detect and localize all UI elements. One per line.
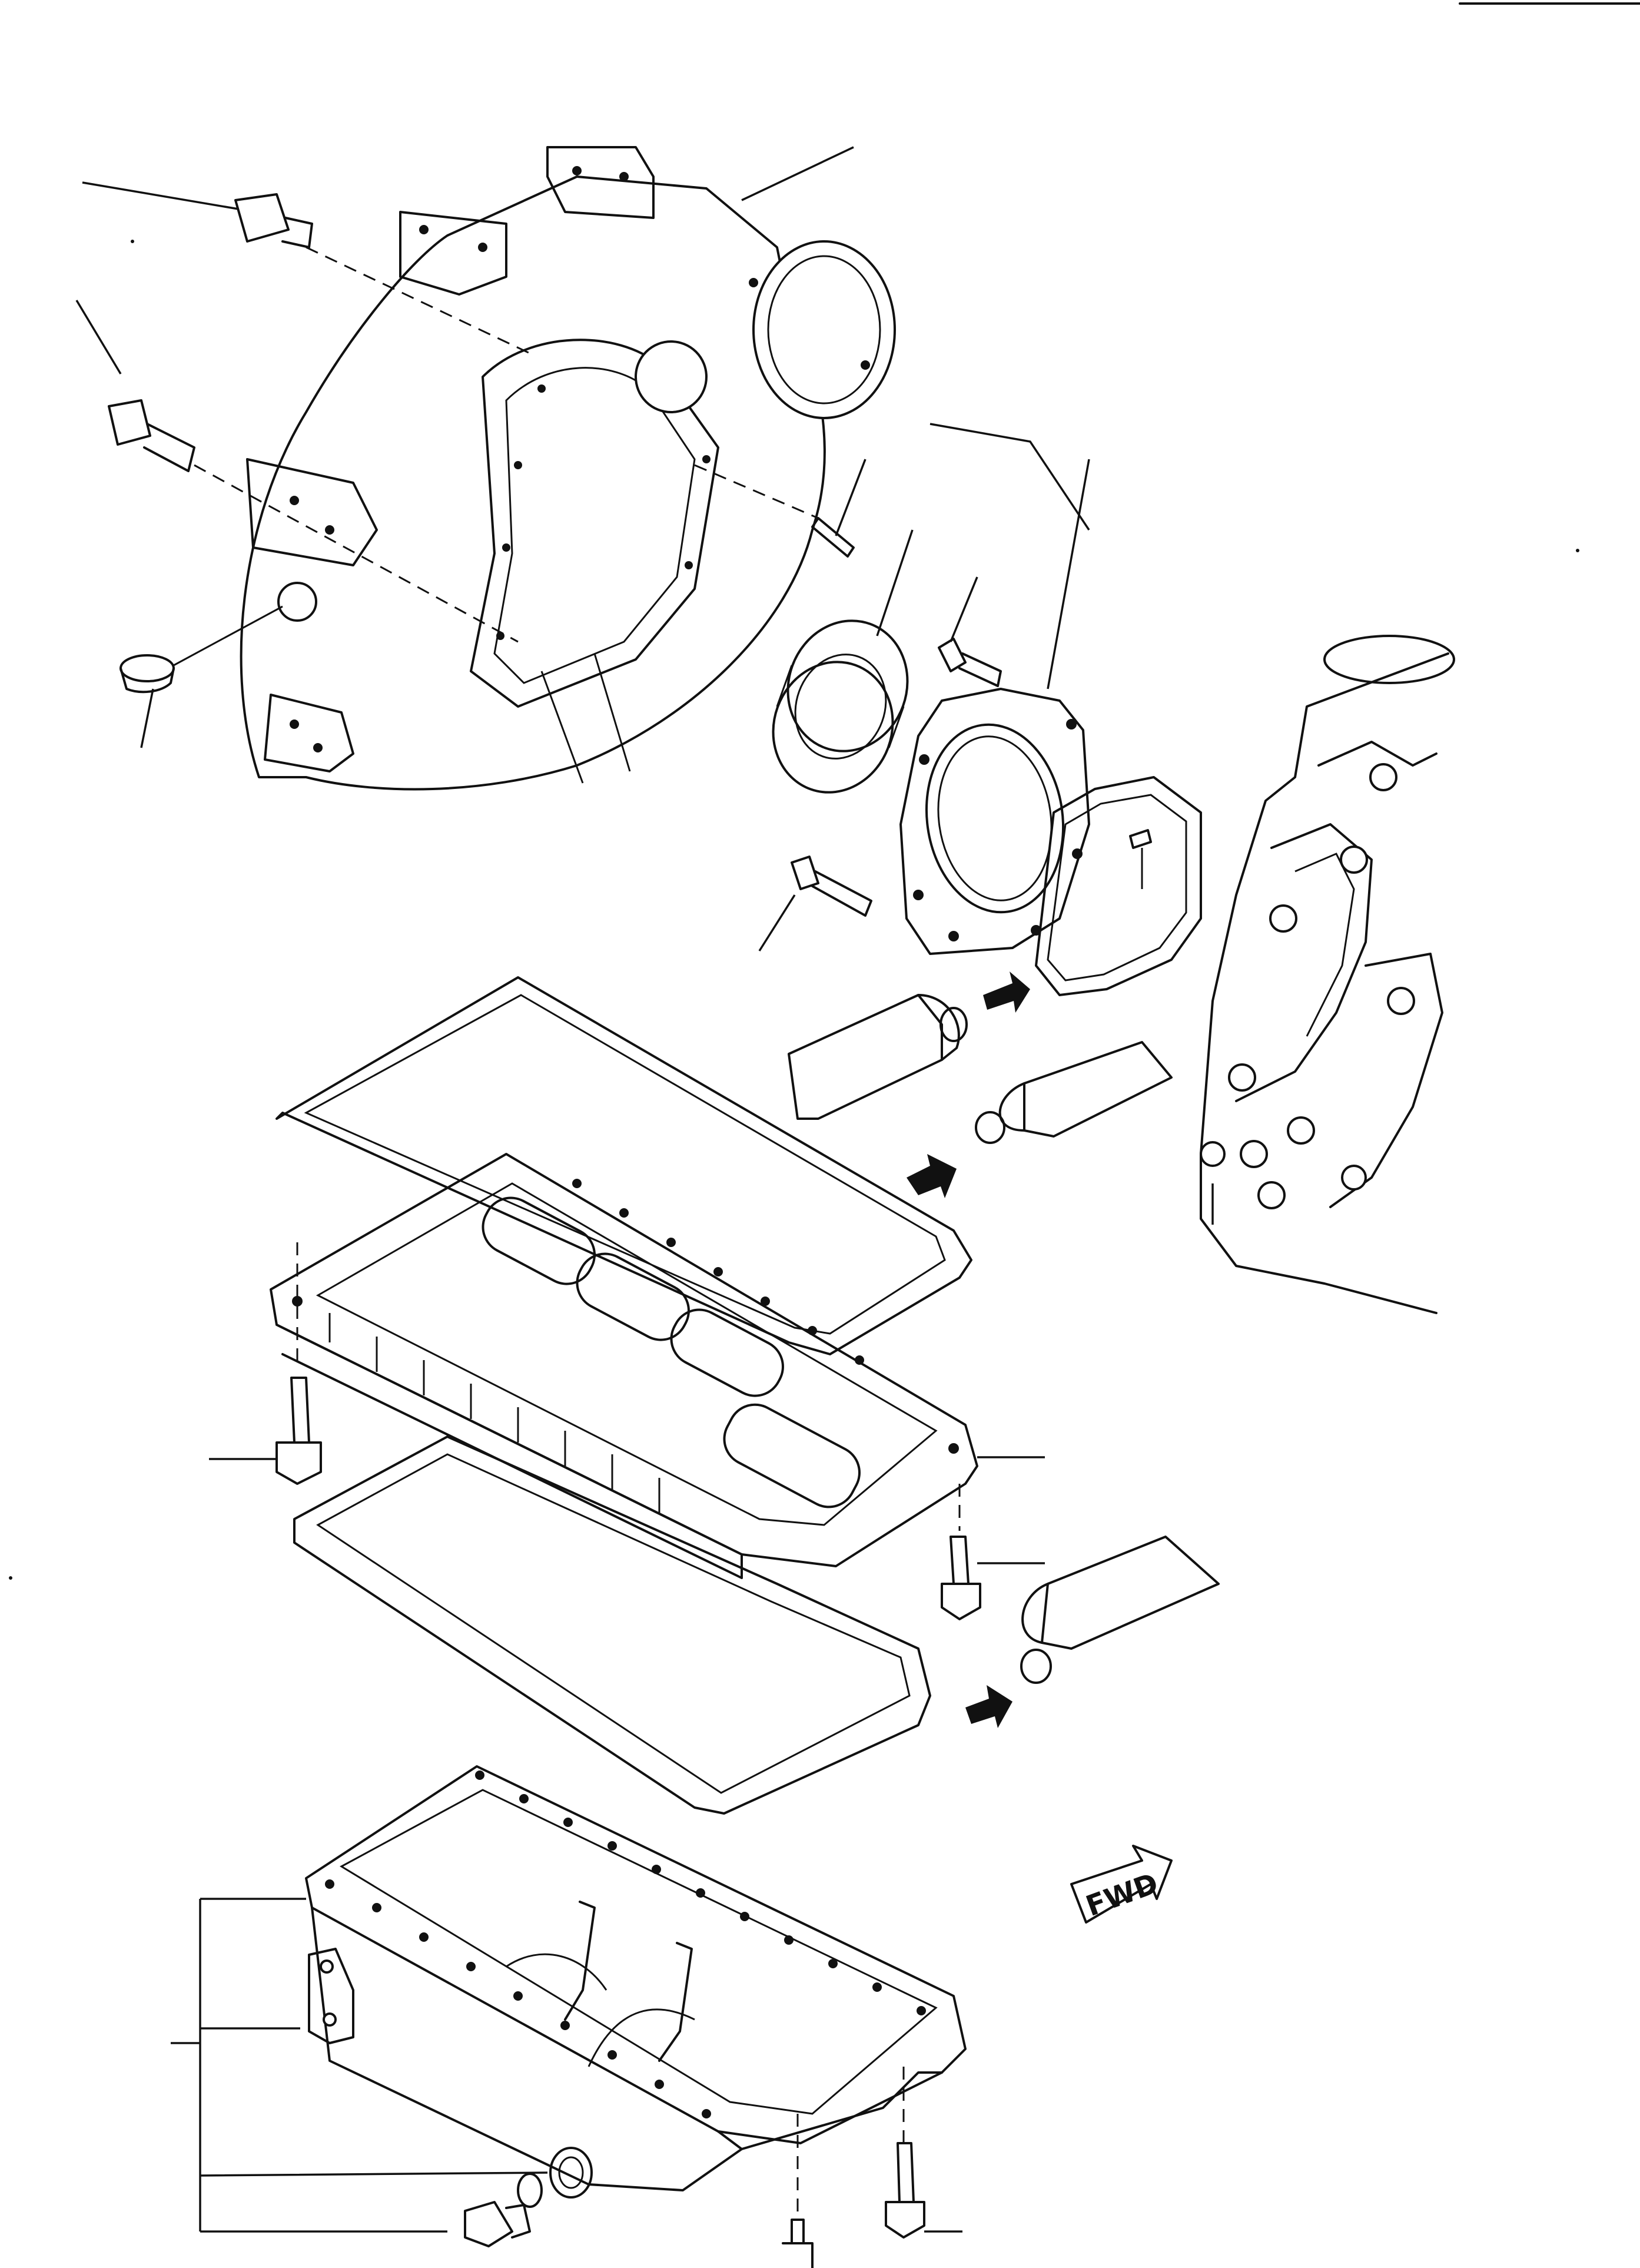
scan-speck	[1576, 549, 1579, 552]
retainer-bolt-lower	[791, 856, 872, 917]
retainer-bolt-upper	[938, 638, 1002, 687]
flow-arrow	[965, 1685, 1012, 1728]
scan-speck	[131, 240, 134, 243]
bolt-axis-lower	[194, 464, 519, 643]
dowel-axis	[694, 464, 819, 519]
leader-line	[82, 181, 239, 210]
oil-pan-bolt-bottom-right	[885, 2142, 925, 2239]
leader-line	[950, 576, 978, 642]
forward-direction-indicator: FWD	[1070, 1845, 1173, 1924]
oil-pan-bolt-left	[275, 1377, 322, 1485]
drain-plug-gasket	[517, 2173, 543, 2208]
dowel-pin	[811, 517, 855, 558]
flow-arrow	[907, 1154, 957, 1198]
plug-axis	[173, 605, 283, 667]
bolt-axis-upper	[306, 246, 530, 354]
leader-line	[1047, 459, 1090, 689]
scan-speck	[9, 1576, 12, 1580]
leader-line	[876, 529, 914, 636]
fwd-label: FWD	[1082, 1867, 1163, 1924]
leader-line	[929, 423, 1090, 530]
housing-bolt-lower	[108, 399, 195, 472]
drain-plug	[119, 654, 175, 694]
fwd-arrow-icon	[1070, 1845, 1173, 1924]
sealant-tube-2	[975, 1041, 1173, 1144]
sealant-tube-1	[788, 994, 968, 1120]
flywheel-housing	[240, 146, 896, 791]
oil-pan-bolt-right	[941, 1536, 981, 1620]
housing-bolt-upper	[234, 193, 313, 248]
leader-line	[741, 146, 854, 201]
leader-line	[835, 459, 867, 536]
oil-pan-upper-body	[270, 1153, 978, 1579]
bracket-line	[199, 1898, 548, 2233]
lower-oil-pan-gasket	[293, 1435, 931, 1815]
oil-seal	[772, 619, 909, 794]
leader-line	[75, 300, 122, 374]
leader-line	[758, 894, 796, 951]
oil-seal-retainer	[899, 688, 1090, 955]
flow-arrow	[983, 971, 1030, 1013]
oil-pan-drain-plug	[464, 2201, 531, 2247]
sealant-tube-3	[1020, 1536, 1220, 1684]
upper-oil-pan-gasket	[275, 976, 972, 1355]
cylinder-block	[1200, 635, 1455, 1314]
retainer-gasket	[1035, 776, 1202, 996]
leader-line	[140, 688, 154, 748]
lower-oil-pan	[305, 1765, 967, 2199]
oil-pan-bolt-bottom	[782, 2219, 814, 2268]
